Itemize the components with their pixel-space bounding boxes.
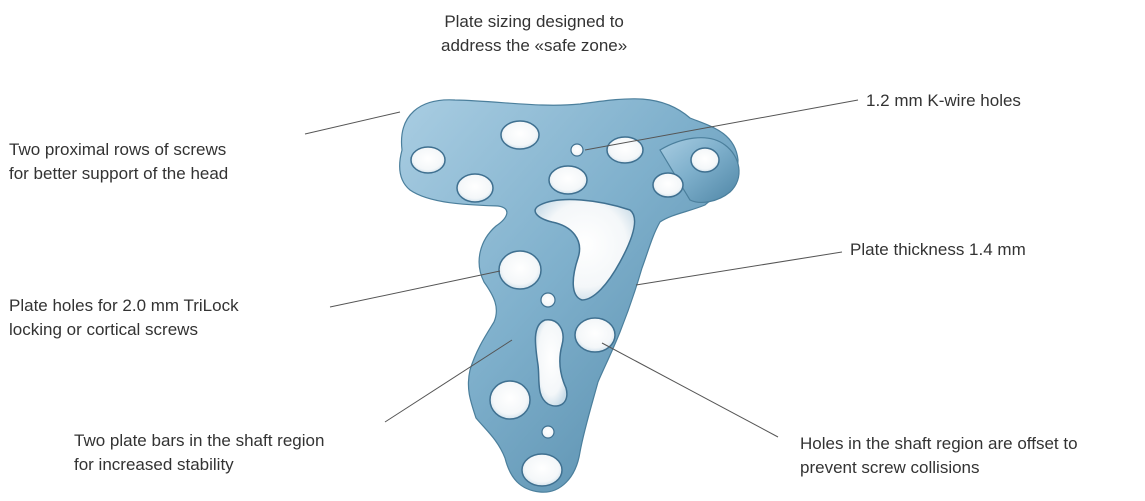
screw-hole <box>653 173 683 197</box>
screw-hole <box>549 166 587 194</box>
screw-hole <box>501 121 539 149</box>
label-k-wire: 1.2 mm K-wire holes <box>866 89 1021 113</box>
screw-hole <box>499 251 541 289</box>
leader-line-offset-holes <box>602 343 778 437</box>
k-wire-hole <box>542 426 554 438</box>
label-plate-holes: Plate holes for 2.0 mm TriLock locking o… <box>9 294 239 342</box>
leader-line-proximal-rows <box>305 112 400 134</box>
label-line: Holes in the shaft region are offset to <box>800 432 1078 456</box>
label-line: for better support of the head <box>9 162 228 186</box>
screw-hole <box>490 381 530 419</box>
label-line: for increased stability <box>74 453 324 477</box>
label-line: Plate thickness 1.4 mm <box>850 238 1026 262</box>
label-safe-zone: Plate sizing designed to address the «sa… <box>441 10 627 58</box>
label-line: Plate sizing designed to <box>441 10 627 34</box>
label-line: Plate holes for 2.0 mm TriLock <box>9 294 239 318</box>
screw-hole <box>522 454 562 486</box>
label-offset-holes: Holes in the shaft region are offset to … <box>800 432 1078 480</box>
screw-hole <box>607 137 643 163</box>
k-wire-hole <box>571 144 583 156</box>
screw-hole <box>691 148 719 172</box>
label-line: Two plate bars in the shaft region <box>74 429 324 453</box>
label-line: locking or cortical screws <box>9 318 239 342</box>
label-thickness: Plate thickness 1.4 mm <box>850 238 1026 262</box>
label-line: 1.2 mm K-wire holes <box>866 89 1021 113</box>
screw-hole <box>457 174 493 202</box>
leader-line-plate-holes <box>330 271 500 307</box>
leader-line-thickness <box>636 252 842 285</box>
label-line: Two proximal rows of screws <box>9 138 228 162</box>
label-line: address the «safe zone» <box>441 34 627 58</box>
k-wire-hole <box>541 293 555 307</box>
label-proximal-rows: Two proximal rows of screws for better s… <box>9 138 228 186</box>
label-line: prevent screw collisions <box>800 456 1078 480</box>
label-plate-bars: Two plate bars in the shaft region for i… <box>74 429 324 477</box>
screw-hole <box>411 147 445 173</box>
bone-plate <box>400 99 739 492</box>
